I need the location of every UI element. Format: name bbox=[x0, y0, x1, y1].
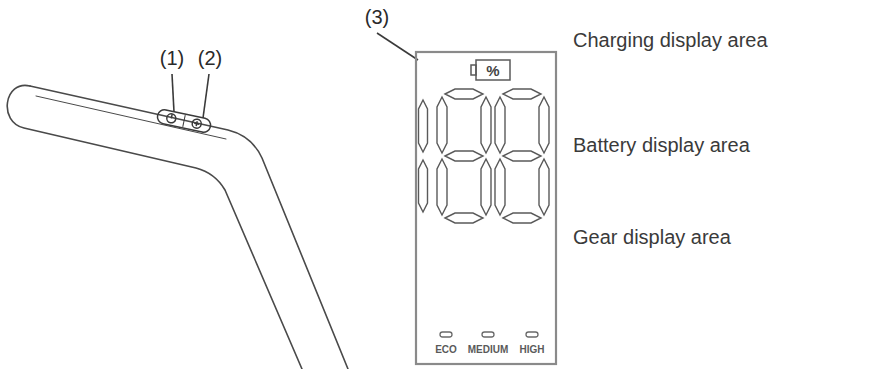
leader-line bbox=[172, 74, 174, 112]
battery-body bbox=[476, 60, 510, 80]
battery-icon bbox=[471, 60, 510, 80]
lcd-segment bbox=[539, 159, 549, 215]
lcd-segment bbox=[481, 159, 491, 215]
lcd-segment bbox=[503, 213, 541, 223]
plus-symbol bbox=[196, 121, 197, 126]
lcd-segment bbox=[503, 89, 541, 99]
gear-indicator bbox=[440, 332, 452, 337]
leader-lines bbox=[172, 33, 418, 118]
battery-percent-symbol: % bbox=[486, 63, 499, 78]
gear-label: ECO bbox=[435, 345, 457, 355]
lcd-segment bbox=[503, 151, 541, 161]
lcd-segment bbox=[481, 97, 491, 153]
gear-indicator bbox=[482, 332, 494, 337]
lcd-segment bbox=[445, 89, 483, 99]
power-symbol bbox=[171, 114, 173, 118]
lcd-segment bbox=[419, 100, 428, 152]
lcd-segment bbox=[437, 97, 447, 153]
callout-number: (3) bbox=[365, 7, 389, 27]
area-label: Battery display area bbox=[573, 135, 750, 155]
power-button bbox=[166, 113, 177, 124]
callout-number: (2) bbox=[198, 48, 222, 68]
handle-outline bbox=[7, 85, 348, 369]
gear-indicator bbox=[526, 332, 538, 337]
lcd-display-frame bbox=[416, 52, 556, 364]
gear-label: MEDIUM bbox=[468, 345, 509, 355]
handle-lower-edge bbox=[7, 85, 302, 369]
handle-upper-edge bbox=[30, 86, 348, 369]
button-divider bbox=[183, 115, 185, 127]
gear-label: HIGH bbox=[520, 345, 545, 355]
lcd-segment bbox=[539, 97, 549, 153]
leader-line bbox=[203, 74, 209, 118]
lcd-segment bbox=[445, 213, 483, 223]
battery-nub bbox=[471, 65, 476, 75]
seven-segment-digits bbox=[419, 89, 550, 223]
lcd-segment bbox=[445, 151, 483, 161]
lcd-segment bbox=[419, 160, 428, 212]
leader-line bbox=[377, 33, 418, 60]
gear-indicators bbox=[440, 332, 538, 337]
plus-button bbox=[191, 118, 202, 129]
callout-number: (1) bbox=[160, 48, 184, 68]
area-label: Charging display area bbox=[573, 30, 768, 50]
area-label: Gear display area bbox=[573, 227, 731, 247]
lcd-segment bbox=[437, 159, 447, 215]
handle-groove bbox=[36, 96, 226, 139]
lcd-segment bbox=[495, 159, 505, 215]
lcd-segment bbox=[495, 97, 505, 153]
